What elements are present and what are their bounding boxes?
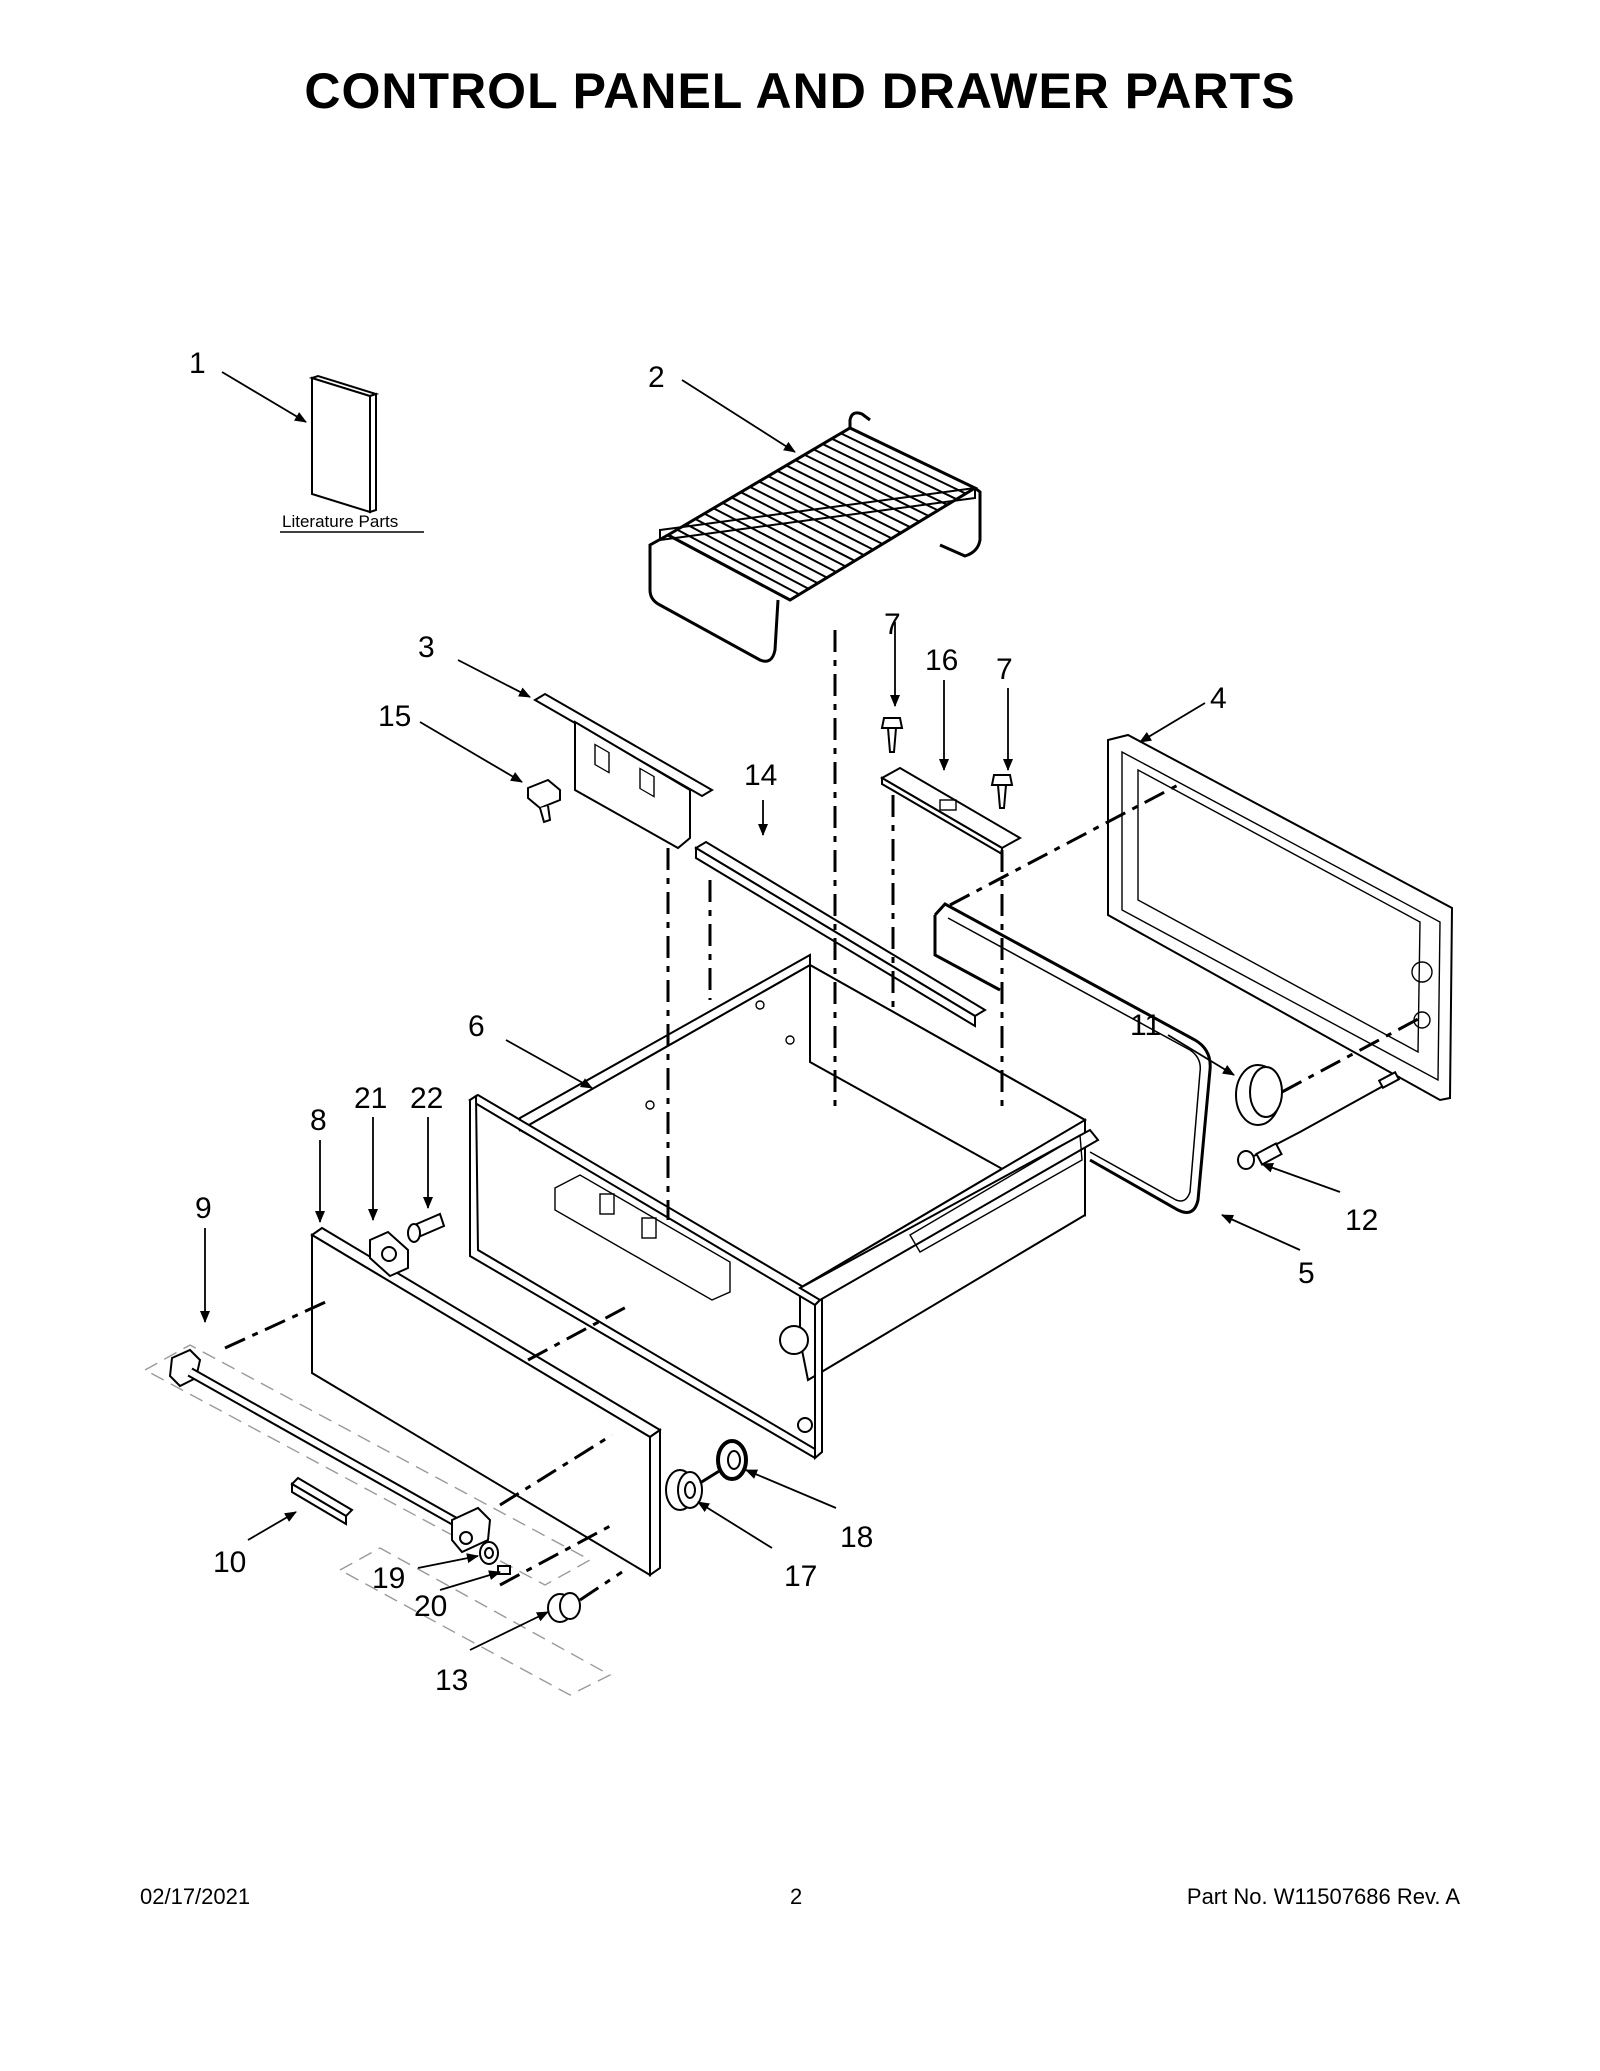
callout-16: 16 [925,644,958,677]
callout-9: 9 [195,1192,212,1225]
footer-page-number: 2 [790,1884,803,1909]
callout-14: 14 [744,759,777,792]
callout-18: 18 [840,1521,873,1554]
callout-2: 2 [648,361,665,394]
callout-3: 3 [418,631,435,664]
leader-arrows [200,371,1341,1651]
gasket [933,902,1212,1214]
callout-7-left: 7 [884,608,901,641]
callout-15: 15 [378,700,411,733]
rack-bar [813,448,939,512]
rack-bar [722,502,846,568]
bolt [407,1212,446,1243]
callout-5: 5 [1298,1257,1315,1290]
literature-booklet [280,374,424,533]
callout-8: 8 [310,1104,327,1137]
grommet [665,1469,703,1511]
screw-left [880,717,904,753]
rack-bar [776,469,902,534]
control-bracket [533,692,714,850]
handle [143,1344,612,1696]
callout-19: 19 [372,1562,405,1595]
callout-11: 11 [1130,1009,1161,1042]
drawer-box [468,953,1100,1461]
trim-strip [694,840,987,1028]
bezel [369,1230,409,1278]
callout-labels: 1 2 3 4 5 6 7 7 8 9 10 11 12 13 14 15 16… [189,347,1378,1697]
rack-bar [831,437,957,501]
footer-part-number: Part No. W11507686 Rev. A [1186,1884,1460,1909]
rack-bar [703,512,828,579]
nameplate [290,1476,354,1526]
rack-bar [785,464,911,529]
callout-7-right: 7 [996,653,1013,686]
washer [479,1541,499,1565]
footer-date: 02/17/2021 [140,1884,251,1909]
rack-bar [749,485,874,551]
rack-bar [840,432,967,495]
rack-bar [804,453,930,517]
page-title: CONTROL PANEL AND DRAWER PARTS [304,63,1296,119]
bumper [547,1592,581,1623]
sensor-probe [1237,1070,1401,1170]
callout-13: 13 [435,1664,468,1697]
rack-bar [767,475,893,540]
callout-21: 21 [354,1082,387,1115]
rack-bar [822,443,948,506]
rack-bar [713,507,837,573]
callout-1: 1 [189,347,206,380]
screw-right [990,774,1014,809]
callout-20: 20 [414,1590,447,1623]
rack-bar [694,518,819,585]
wire-rack [648,411,982,663]
rack-bar [731,496,856,562]
rack-bar [794,459,920,523]
knob [1235,1064,1283,1126]
callout-22: 22 [410,1082,443,1115]
literature-parts-label: Literature Parts [282,512,398,531]
callout-17: 17 [784,1560,817,1593]
callout-12: 12 [1345,1204,1378,1237]
clip-part [527,778,561,824]
callout-10: 10 [213,1546,246,1579]
control-board [879,766,1023,856]
rack-bar [740,491,865,557]
control-panel-frame [1107,733,1454,1102]
rack-bar [685,523,809,590]
callout-6: 6 [468,1010,485,1043]
drawer-front-panel [310,1226,662,1577]
callout-4: 4 [1210,682,1227,715]
assembly-lines [224,630,1421,1602]
retainer-ring [716,1439,748,1481]
rack-bar [676,528,800,596]
rack-bar [758,480,883,545]
